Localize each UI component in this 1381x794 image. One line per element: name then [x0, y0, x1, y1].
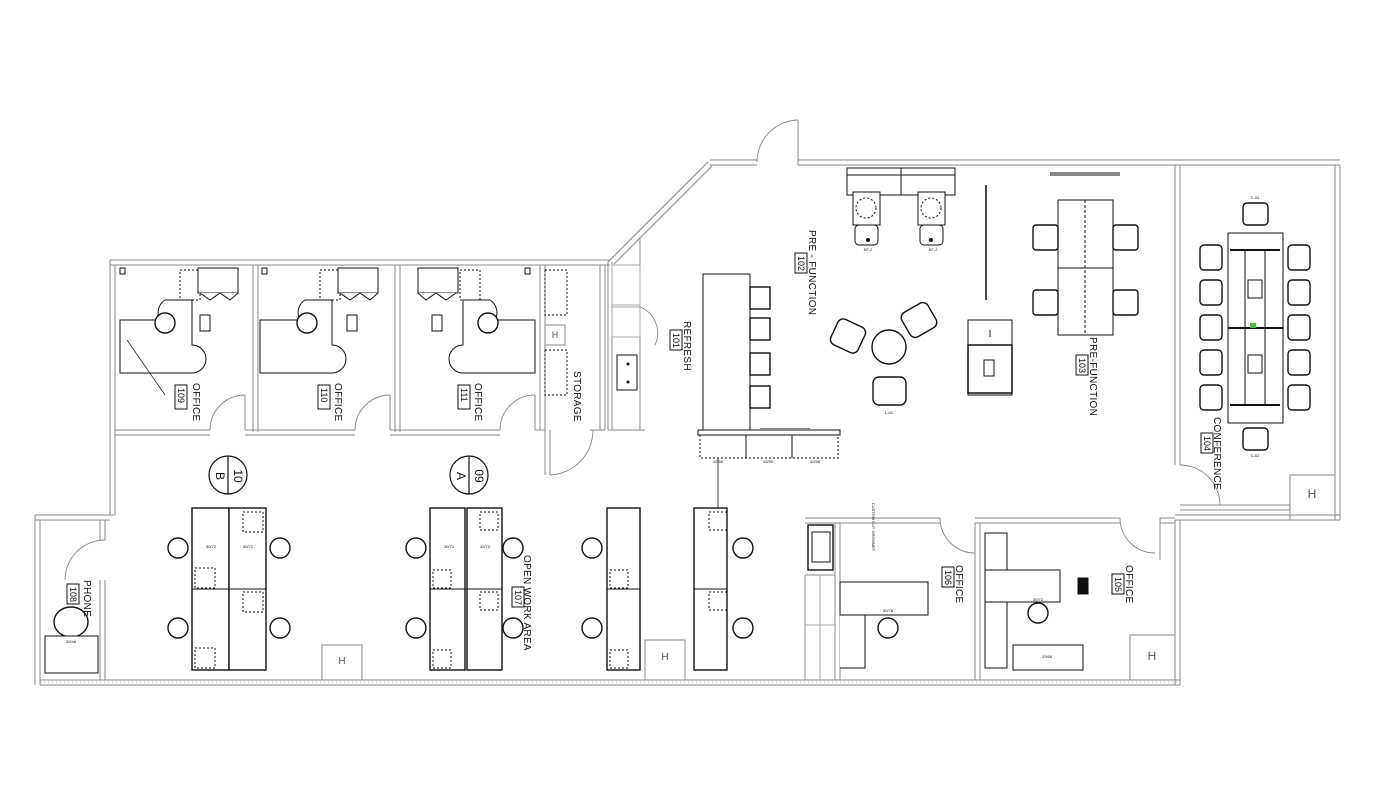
credenza-code: 20/66 [1042, 654, 1053, 659]
room-number-103: 103 [1077, 358, 1087, 373]
prefunction-102-furniture: EF-2 EF-2 L-01 I [829, 167, 1013, 415]
room-label-storage: STORAGE [571, 371, 582, 422]
counter-code: 42/58 [810, 459, 821, 464]
bench-code: 30/72 [480, 544, 491, 549]
storage-shelves [544, 269, 568, 396]
bench-code: 30/72 [243, 544, 254, 549]
room-label-phone: PHONE [81, 580, 92, 617]
room-labels: OFFICE 109 OFFICE 110 OFFICE 111 STORAGE… [66, 230, 1222, 651]
svg-text:H: H [1308, 487, 1317, 501]
room-number-102: 102 [796, 256, 806, 271]
office-111-furniture [417, 267, 536, 374]
room-label-office-111: OFFICE [472, 383, 483, 421]
phone-table-code: 30/48 [66, 639, 77, 644]
section-number: 09 [472, 469, 486, 483]
stool-code: EF-2 [864, 247, 873, 252]
columns: H H H H H [40, 324, 1336, 683]
section-number: 10 [231, 469, 245, 483]
room-number-111: 111 [459, 388, 469, 402]
svg-text:H: H [338, 656, 345, 667]
exterior-walls [34, 119, 1341, 686]
room-label-conference: CONFERENCE [1211, 417, 1222, 490]
prefunction-103-furniture [1032, 172, 1139, 336]
room-label-prefunction-103: PRE-FUNCTION [1087, 337, 1098, 416]
room-label-refresh: REFRESH [681, 321, 692, 371]
open-work-benches: 30/72 30/72 30/72 30/72 [167, 507, 754, 671]
svg-text:H: H [552, 330, 559, 340]
conf-chair-code: C-02 [1251, 195, 1260, 200]
conf-chair-code: C-02 [1251, 453, 1260, 458]
section-letter: B [213, 472, 227, 480]
office-106-furniture: 30/78 CUSTOM CUT GROMMET [807, 503, 929, 669]
room-number-108: 108 [68, 587, 78, 602]
section-letter: A [454, 472, 468, 480]
room-number-104: 104 [1202, 436, 1212, 451]
desk-code: 30/72 [1033, 597, 1044, 602]
bench-code: 30/72 [206, 544, 217, 549]
room-number-106: 106 [943, 570, 953, 585]
phone-room-furniture: 30/48 [44, 606, 99, 674]
counter-code: 42/58 [763, 459, 774, 464]
room-number-110: 110 [319, 388, 329, 402]
desk-code: 30/78 [883, 608, 894, 613]
room-label-office-110: OFFICE [332, 383, 343, 421]
room-number-105: 105 [1113, 577, 1123, 592]
refresh-counter [611, 264, 659, 391]
svg-text:H: H [1148, 649, 1157, 663]
grommet-note: CUSTOM CUT GROMMET [871, 503, 876, 552]
interior-walls [64, 165, 1290, 680]
room-number-107: 107 [513, 590, 523, 605]
conference-furniture: C-02 C-02 [1199, 195, 1311, 458]
section-tag-a09: A 09 [449, 455, 489, 495]
counter-code: 42/58 [713, 459, 724, 464]
office-105-furniture: 30/72 20/66 [984, 532, 1089, 671]
room-label-prefunction-102: PRE - FUNCTION [806, 230, 817, 315]
svg-text:I: I [989, 329, 992, 340]
bar-counter: 42/58 42/58 42/58 [697, 273, 841, 510]
room-label-office-106: OFFICE [953, 565, 964, 603]
room-number-101: 101 [671, 333, 681, 348]
room-number-109: 109 [176, 388, 186, 403]
bench-code: 30/72 [444, 544, 455, 549]
office-110-furniture [259, 267, 379, 374]
room-label-office-109: OFFICE [190, 383, 201, 421]
room-label-open-work-area: OPEN WORK AREA [521, 555, 532, 651]
stool-code: EF-2 [929, 247, 938, 252]
lounge-code: L-01 [885, 410, 894, 415]
office-109-furniture [119, 267, 239, 396]
section-tag-b10: B 10 [208, 455, 248, 495]
svg-text:H: H [661, 652, 668, 663]
room-label-office-105: OFFICE [1123, 565, 1134, 603]
